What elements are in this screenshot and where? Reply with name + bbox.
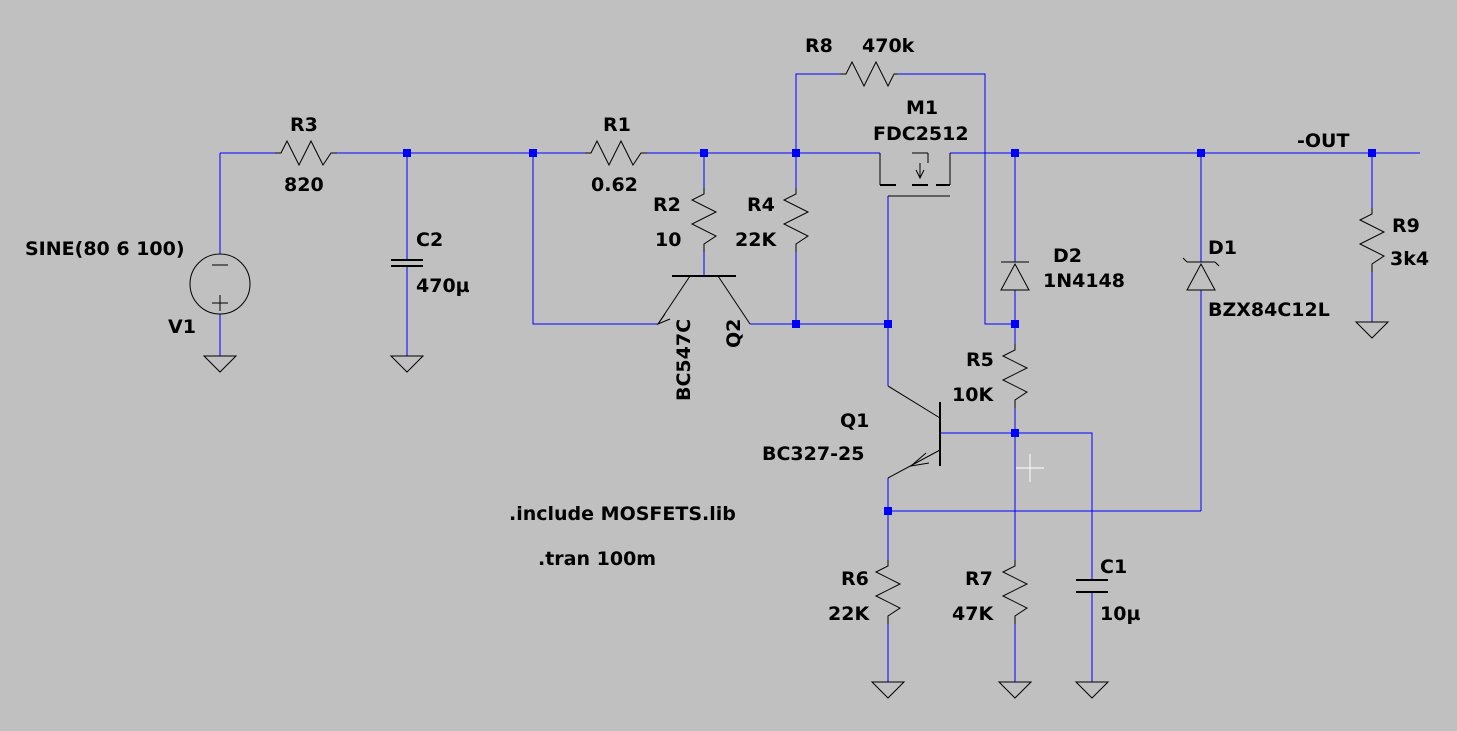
c2-capacitor[interactable] [391,259,423,267]
d2-diode[interactable] [1000,261,1030,291]
tran-directive: .tran 100m [538,548,656,570]
r8-resistor[interactable] [840,60,898,88]
crosshair-cursor-icon [1016,454,1044,482]
junction-nodes [403,149,1376,515]
r3-resistor[interactable] [275,139,337,167]
component-labels: SINE(80 6 100) V1 R3 820 C2 470µ R1 0.62… [25,35,1429,625]
r2-value-label: 10 [655,229,681,251]
r7-value-label: 47K [952,603,994,625]
q1-ref-label: Q1 [840,410,869,432]
m1-value-label: FDC2512 [873,123,969,145]
d1-ref-label: D1 [1208,237,1237,259]
ground-symbols [202,321,1390,699]
r2-resistor[interactable] [690,188,718,252]
c1-capacitor[interactable] [1076,579,1108,593]
d2-ref-label: D2 [1053,245,1082,267]
c1-ref-label: C1 [1100,556,1127,578]
out-net-label: -OUT [1297,130,1349,152]
v1-value-label: SINE(80 6 100) [25,238,185,260]
d1-value-label: BZX84C12L [1208,299,1330,321]
r1-resistor[interactable] [585,139,647,167]
r5-resistor[interactable] [1001,344,1029,408]
r8-value-label: 470k [862,35,915,57]
r1-value-label: 0.62 [591,174,638,196]
spice-directives[interactable]: .include MOSFETS.lib .tran 100m [509,503,736,570]
d1-zener-diode[interactable] [1182,257,1220,291]
q2-npn-transistor[interactable] [656,275,751,326]
q1-pnp-transistor[interactable] [887,385,941,479]
r6-ref-label: R6 [841,568,869,590]
d2-value-label: 1N4148 [1043,270,1125,292]
r9-value-label: 3k4 [1390,248,1429,270]
r7-resistor[interactable] [1001,560,1029,624]
q2-ref-label: Q2 [723,319,745,348]
c1-value-label: 10µ [1100,603,1140,625]
q1-value-label: BC327-25 [762,443,864,465]
r3-ref-label: R3 [290,114,318,136]
r6-resistor[interactable] [874,560,902,624]
r3-value-label: 820 [284,174,324,196]
m1-mosfet[interactable] [879,152,951,197]
r5-ref-label: R5 [966,349,994,371]
v1-voltage-source[interactable] [189,253,251,315]
c2-ref-label: C2 [416,229,443,251]
r5-value-label: 10K [952,384,994,406]
r4-resistor[interactable] [782,188,810,252]
r6-value-label: 22K [828,603,870,625]
r4-value-label: 22K [735,229,777,251]
v1-ref-label: V1 [168,316,196,338]
r2-ref-label: R2 [653,194,681,216]
include-directive: .include MOSFETS.lib [509,503,736,525]
c2-value-label: 470µ [416,275,470,297]
r9-resistor[interactable] [1358,208,1386,272]
r1-ref-label: R1 [603,114,631,136]
r7-ref-label: R7 [965,568,993,590]
wires [219,73,1420,682]
r9-ref-label: R9 [1392,215,1420,237]
m1-ref-label: M1 [906,97,938,119]
q2-value-label: BC547C [673,319,695,401]
r4-ref-label: R4 [747,194,775,216]
r8-ref-label: R8 [805,35,833,57]
